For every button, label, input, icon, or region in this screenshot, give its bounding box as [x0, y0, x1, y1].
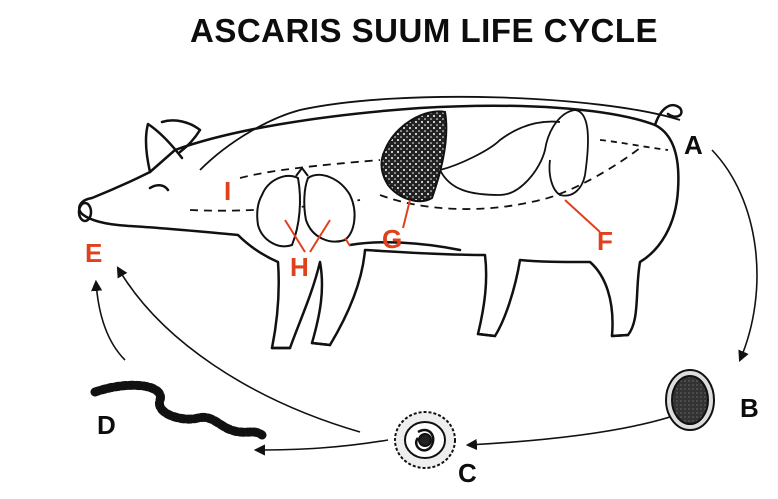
egg-unembryonated — [666, 370, 714, 430]
adult-worm — [95, 385, 262, 435]
label-f: F — [597, 228, 613, 254]
label-e: E — [85, 240, 102, 266]
liver-organ — [382, 111, 447, 201]
label-c: C — [458, 460, 477, 486]
pig-illustration — [79, 105, 681, 348]
egg-embryonated — [395, 412, 455, 468]
label-i: I — [224, 178, 231, 204]
label-b: B — [740, 395, 759, 421]
label-d: D — [97, 412, 116, 438]
label-g: G — [382, 226, 402, 252]
lungs-organ — [257, 168, 354, 246]
label-a: A — [684, 132, 703, 158]
label-h: H — [290, 254, 309, 280]
diagram-title: ASCARIS SUUM LIFE CYCLE — [0, 12, 778, 50]
